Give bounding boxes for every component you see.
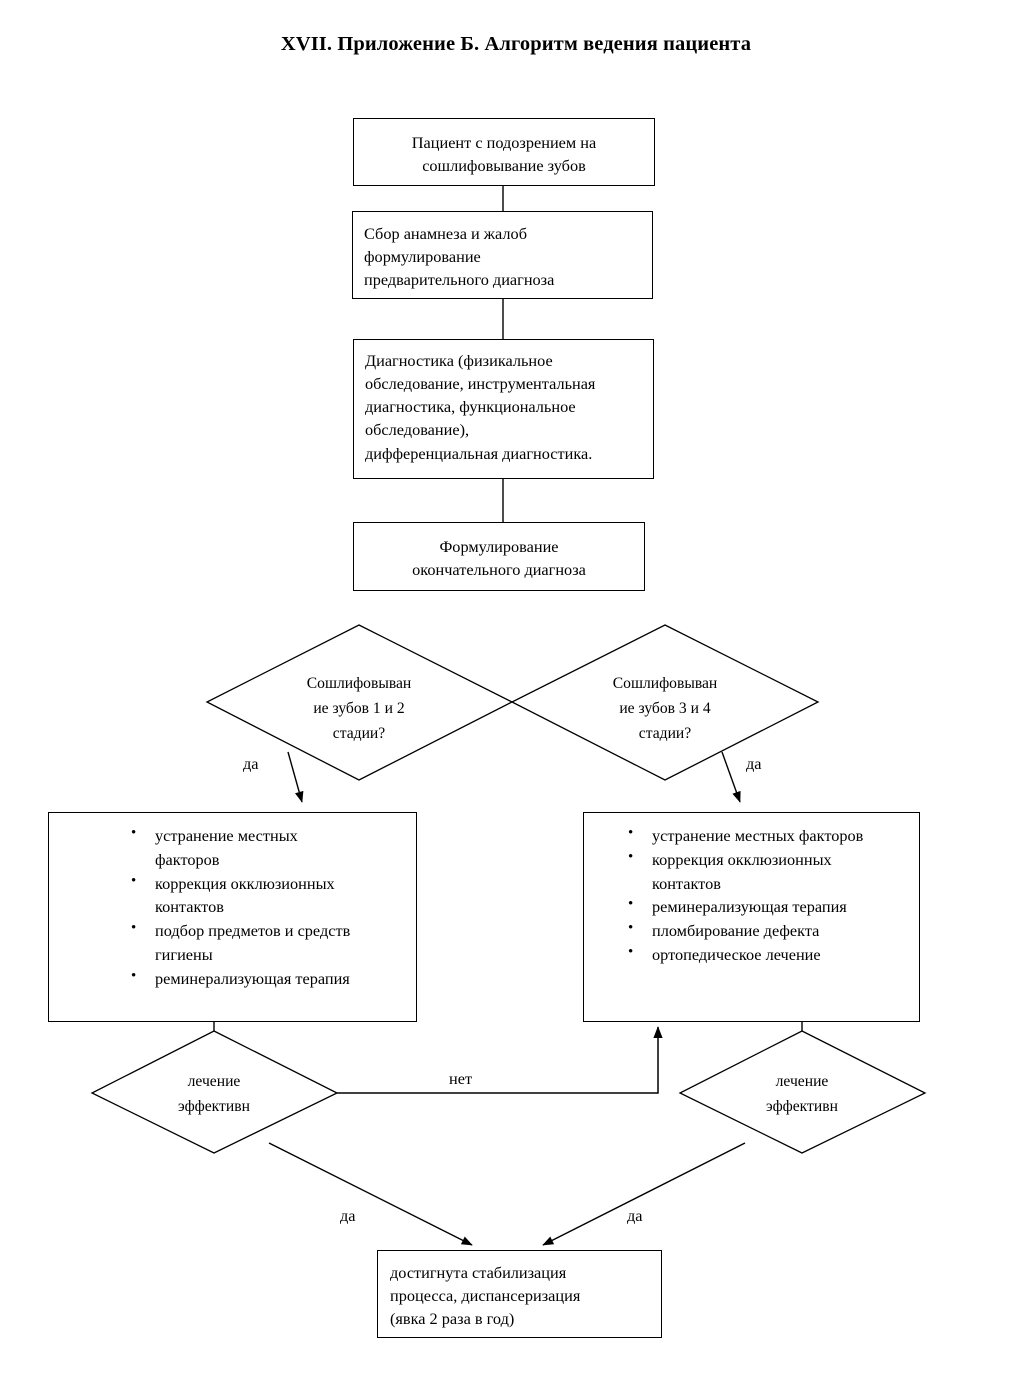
node-anamnesis: Сбор анамнеза и жалоб формулирование пре… (352, 211, 653, 299)
connector-d3-n6-no (337, 1026, 663, 1094)
connector-d1-n5 (287, 751, 304, 803)
edge-label-yes-right-bottom: да (627, 1206, 643, 1225)
node-line: (явка 2 раза в год) (390, 1309, 515, 1329)
node-line: Пациент с подозрением на (411, 133, 597, 152)
list-item: ортопедическое лечение (619, 942, 911, 967)
node-treatment-right: устранение местных факторов коррекция ок… (583, 812, 920, 1022)
diamond-stage-3-4 (510, 624, 820, 781)
edge-label-yes-right-top: да (746, 754, 762, 773)
node-line: достигнута стабилизация (390, 1263, 567, 1282)
page-title: XVII. Приложение Б. Алгоритм ведения пац… (280, 33, 752, 55)
list-item: коррекция окклюзионных контактов (122, 871, 408, 920)
diamond-stage-3-4-label: Сошлифовыван ие зубов 3 и 4 стадии? (612, 675, 718, 742)
list-item: подбор предметов и средств гигиены (122, 918, 408, 967)
diamond-effective-left-label: лечение эффективн (178, 1073, 250, 1116)
diamond-effective-right-label: лечение эффективн (766, 1073, 838, 1116)
diamond-effective-right (678, 1030, 927, 1154)
treatment-right-list: устранение местных факторов коррекция ок… (619, 823, 911, 967)
node-line: диагностика, функциональное (365, 397, 576, 417)
list-item: реминерализующая терапия (619, 894, 911, 919)
node-line: обследование, инструментальная (365, 374, 596, 394)
list-item: реминерализующая терапия (122, 966, 408, 991)
list-item: пломбирование дефекта (619, 918, 911, 943)
list-item: устранение местных факторов (122, 823, 408, 872)
connector-d4-n7-yes (542, 1142, 746, 1246)
list-item: коррекция окклюзионных контактов (619, 847, 911, 896)
node-final-diagnosis: Формулирование окончательного диагноза (353, 522, 645, 591)
list-item: устранение местных факторов (619, 823, 911, 848)
node-line: Диагностика (физикальное (365, 351, 553, 370)
node-diagnostics: Диагностика (физикальное обследование, и… (353, 339, 654, 479)
node-line: сошлифовывание зубов (422, 156, 586, 176)
connector-d2-n6 (721, 751, 741, 803)
connector-d3-n7-yes (268, 1142, 473, 1246)
edge-label-yes-left-bottom: да (340, 1206, 356, 1225)
node-line: дифференциальная диагностика. (365, 443, 593, 463)
node-patient-suspicion: Пациент с подозрением на сошлифовывание … (353, 118, 655, 186)
node-treatment-left: устранение местных факторов коррекция ок… (48, 812, 417, 1022)
treatment-left-list: устранение местных факторов коррекция ок… (122, 823, 408, 991)
node-line: окончательного диагноза (412, 560, 586, 580)
edge-label-yes-left-top: да (243, 754, 259, 773)
edge-label-no-middle: нет (449, 1069, 473, 1088)
diamond-stage-1-2 (205, 624, 514, 781)
node-line: формулирование (364, 247, 481, 267)
diamond-stage-1-2-label: Сошлифовыван ие зубов 1 и 2 стадии? (306, 675, 412, 742)
node-line: Сбор анамнеза и жалоб (364, 224, 527, 243)
node-stabilization: достигнута стабилизация процесса, диспан… (377, 1250, 662, 1338)
node-line: предварительного диагноза (364, 270, 555, 290)
node-line: процесса, диспансеризация (390, 1286, 581, 1306)
node-line: обследование), (365, 420, 470, 440)
node-line: Формулирование (439, 537, 559, 556)
diamond-effective-left (90, 1030, 339, 1154)
